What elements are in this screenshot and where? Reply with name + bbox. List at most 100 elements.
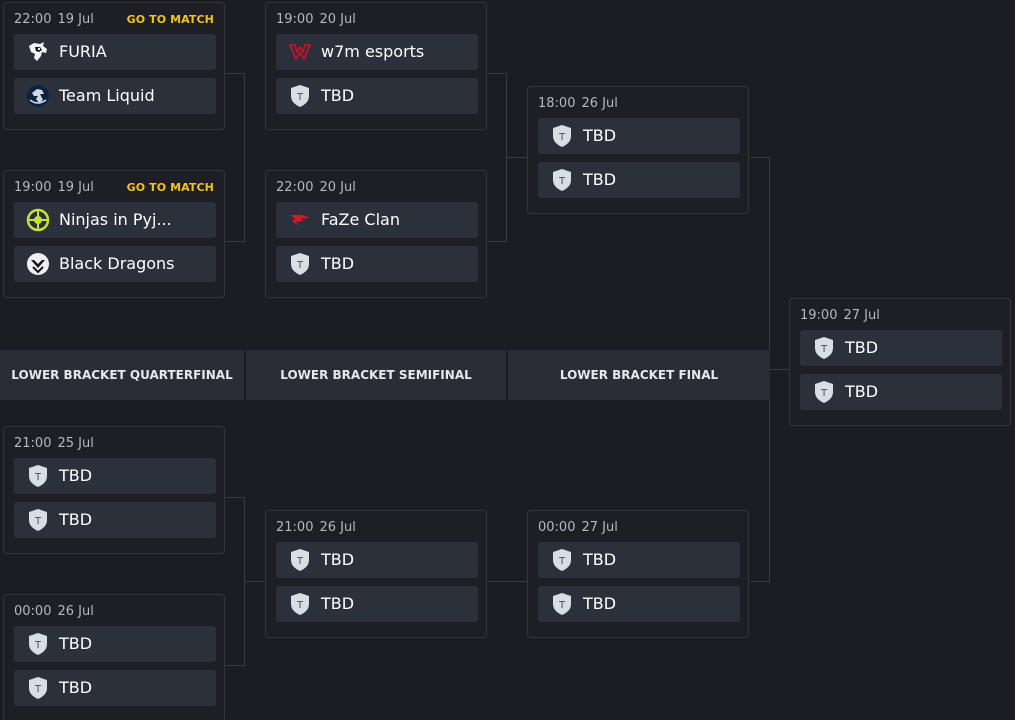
team-row-black-dragons[interactable]: Black Dragons: [14, 246, 216, 282]
svg-text:T: T: [558, 132, 566, 143]
match-time: 19:00: [14, 180, 52, 195]
team-row-tbd[interactable]: T TBD: [276, 78, 478, 114]
team-name: FaZe Clan: [321, 210, 400, 229]
match-header: 21:00 25 Jul: [14, 436, 214, 452]
match-time: 00:00: [538, 520, 576, 535]
match-date: 26 Jul: [57, 604, 94, 619]
team-row-team-liquid[interactable]: Team Liquid: [14, 78, 216, 114]
team-name: TBD: [321, 254, 355, 273]
furia-panther-logo: [26, 40, 50, 64]
team-name: Team Liquid: [59, 86, 155, 105]
match-date: 25 Jul: [57, 436, 94, 451]
team-row-tbd[interactable]: T TBD: [14, 502, 216, 538]
match-card-lower-qf-2[interactable]: 00:00 26 Jul T TBD T TBD: [3, 594, 225, 720]
match-time: 21:00: [276, 520, 314, 535]
svg-text:T: T: [820, 344, 828, 355]
match-card-lower-qf-1[interactable]: 21:00 25 Jul T TBD T TBD: [3, 426, 225, 554]
match-time: 22:00: [14, 12, 52, 27]
match-date: 27 Jul: [843, 308, 880, 323]
team-name: TBD: [59, 466, 93, 485]
svg-text:T: T: [296, 556, 304, 567]
tbd-shield-icon: T: [26, 464, 50, 488]
match-time: 00:00: [14, 604, 52, 619]
team-row-tbd[interactable]: T TBD: [538, 586, 740, 622]
team-row-w7m-esports[interactable]: w7m esports: [276, 34, 478, 70]
match-card-upper-qf-1[interactable]: 22:00 19 Jul GO TO MATCH FURIA Team Liqui…: [3, 2, 225, 130]
match-time: 21:00: [14, 436, 52, 451]
svg-text:T: T: [820, 388, 828, 399]
match-date: 26 Jul: [319, 520, 356, 535]
faze-clan-logo: [288, 208, 312, 232]
team-row-tbd[interactable]: T TBD: [800, 374, 1002, 410]
team-row-tbd[interactable]: T TBD: [276, 246, 478, 282]
match-date: 20 Jul: [319, 180, 356, 195]
tbd-shield-icon: T: [812, 380, 836, 404]
tbd-shield-icon: T: [550, 124, 574, 148]
stage-header-bar: LOWER BRACKET QUARTERFINAL LOWER BRACKET…: [0, 350, 770, 400]
stage-label-lower-final: LOWER BRACKET FINAL: [508, 350, 770, 400]
match-card-upper-sf-2[interactable]: 22:00 20 Jul FaZe Clan T TBD: [265, 170, 487, 298]
team-row-ninjas-in-pyjamas[interactable]: Ninjas in Pyj...: [14, 202, 216, 238]
svg-text:T: T: [34, 516, 42, 527]
team-row-tbd[interactable]: T TBD: [800, 330, 1002, 366]
svg-text:T: T: [34, 684, 42, 695]
stage-label-lower-quarterfinal: LOWER BRACKET QUARTERFINAL: [0, 350, 244, 400]
team-name: TBD: [583, 594, 617, 613]
match-time: 18:00: [538, 96, 576, 111]
tbd-shield-icon: T: [26, 632, 50, 656]
match-time: 22:00: [276, 180, 314, 195]
team-row-tbd[interactable]: T TBD: [14, 626, 216, 662]
team-row-tbd[interactable]: T TBD: [14, 670, 216, 706]
team-name: FURIA: [59, 42, 107, 61]
team-liquid-horse-logo: [26, 84, 50, 108]
team-name: TBD: [845, 382, 879, 401]
team-name: TBD: [59, 678, 93, 697]
match-card-grand-final[interactable]: 19:00 27 Jul T TBD T TBD: [789, 298, 1011, 426]
team-row-tbd[interactable]: T TBD: [276, 586, 478, 622]
match-date: 19 Jul: [57, 12, 94, 27]
tbd-shield-icon: T: [288, 548, 312, 572]
stage-label-lower-semifinal: LOWER BRACKET SEMIFINAL: [246, 350, 506, 400]
team-name: TBD: [583, 550, 617, 569]
team-name: TBD: [59, 634, 93, 653]
team-name: TBD: [845, 338, 879, 357]
team-row-tbd[interactable]: T TBD: [276, 542, 478, 578]
match-time: 19:00: [800, 308, 838, 323]
tbd-shield-icon: T: [812, 336, 836, 360]
go-to-match-link[interactable]: GO TO MATCH: [126, 181, 214, 194]
team-name: TBD: [321, 86, 355, 105]
go-to-match-link[interactable]: GO TO MATCH: [126, 13, 214, 26]
team-name: TBD: [583, 170, 617, 189]
nip-ninja-logo: [26, 208, 50, 232]
team-name: Black Dragons: [59, 254, 175, 273]
team-row-tbd[interactable]: T TBD: [538, 118, 740, 154]
tbd-shield-icon: T: [550, 548, 574, 572]
team-row-furia[interactable]: FURIA: [14, 34, 216, 70]
w7m-logo: [288, 40, 312, 64]
tbd-shield-icon: T: [288, 84, 312, 108]
tbd-shield-icon: T: [288, 252, 312, 276]
team-row-tbd[interactable]: T TBD: [14, 458, 216, 494]
tbd-shield-icon: T: [550, 592, 574, 616]
tbd-shield-icon: T: [550, 168, 574, 192]
team-row-tbd[interactable]: T TBD: [538, 162, 740, 198]
svg-text:T: T: [34, 640, 42, 651]
svg-text:T: T: [296, 600, 304, 611]
match-header: 22:00 19 Jul GO TO MATCH: [14, 12, 214, 28]
match-card-lower-sf[interactable]: 21:00 26 Jul T TBD T TBD: [265, 510, 487, 638]
match-header: 00:00 26 Jul: [14, 604, 214, 620]
tbd-shield-icon: T: [26, 508, 50, 532]
team-row-tbd[interactable]: T TBD: [538, 542, 740, 578]
team-row-faze-clan[interactable]: FaZe Clan: [276, 202, 478, 238]
match-header: 22:00 20 Jul: [276, 180, 476, 196]
match-time: 19:00: [276, 12, 314, 27]
